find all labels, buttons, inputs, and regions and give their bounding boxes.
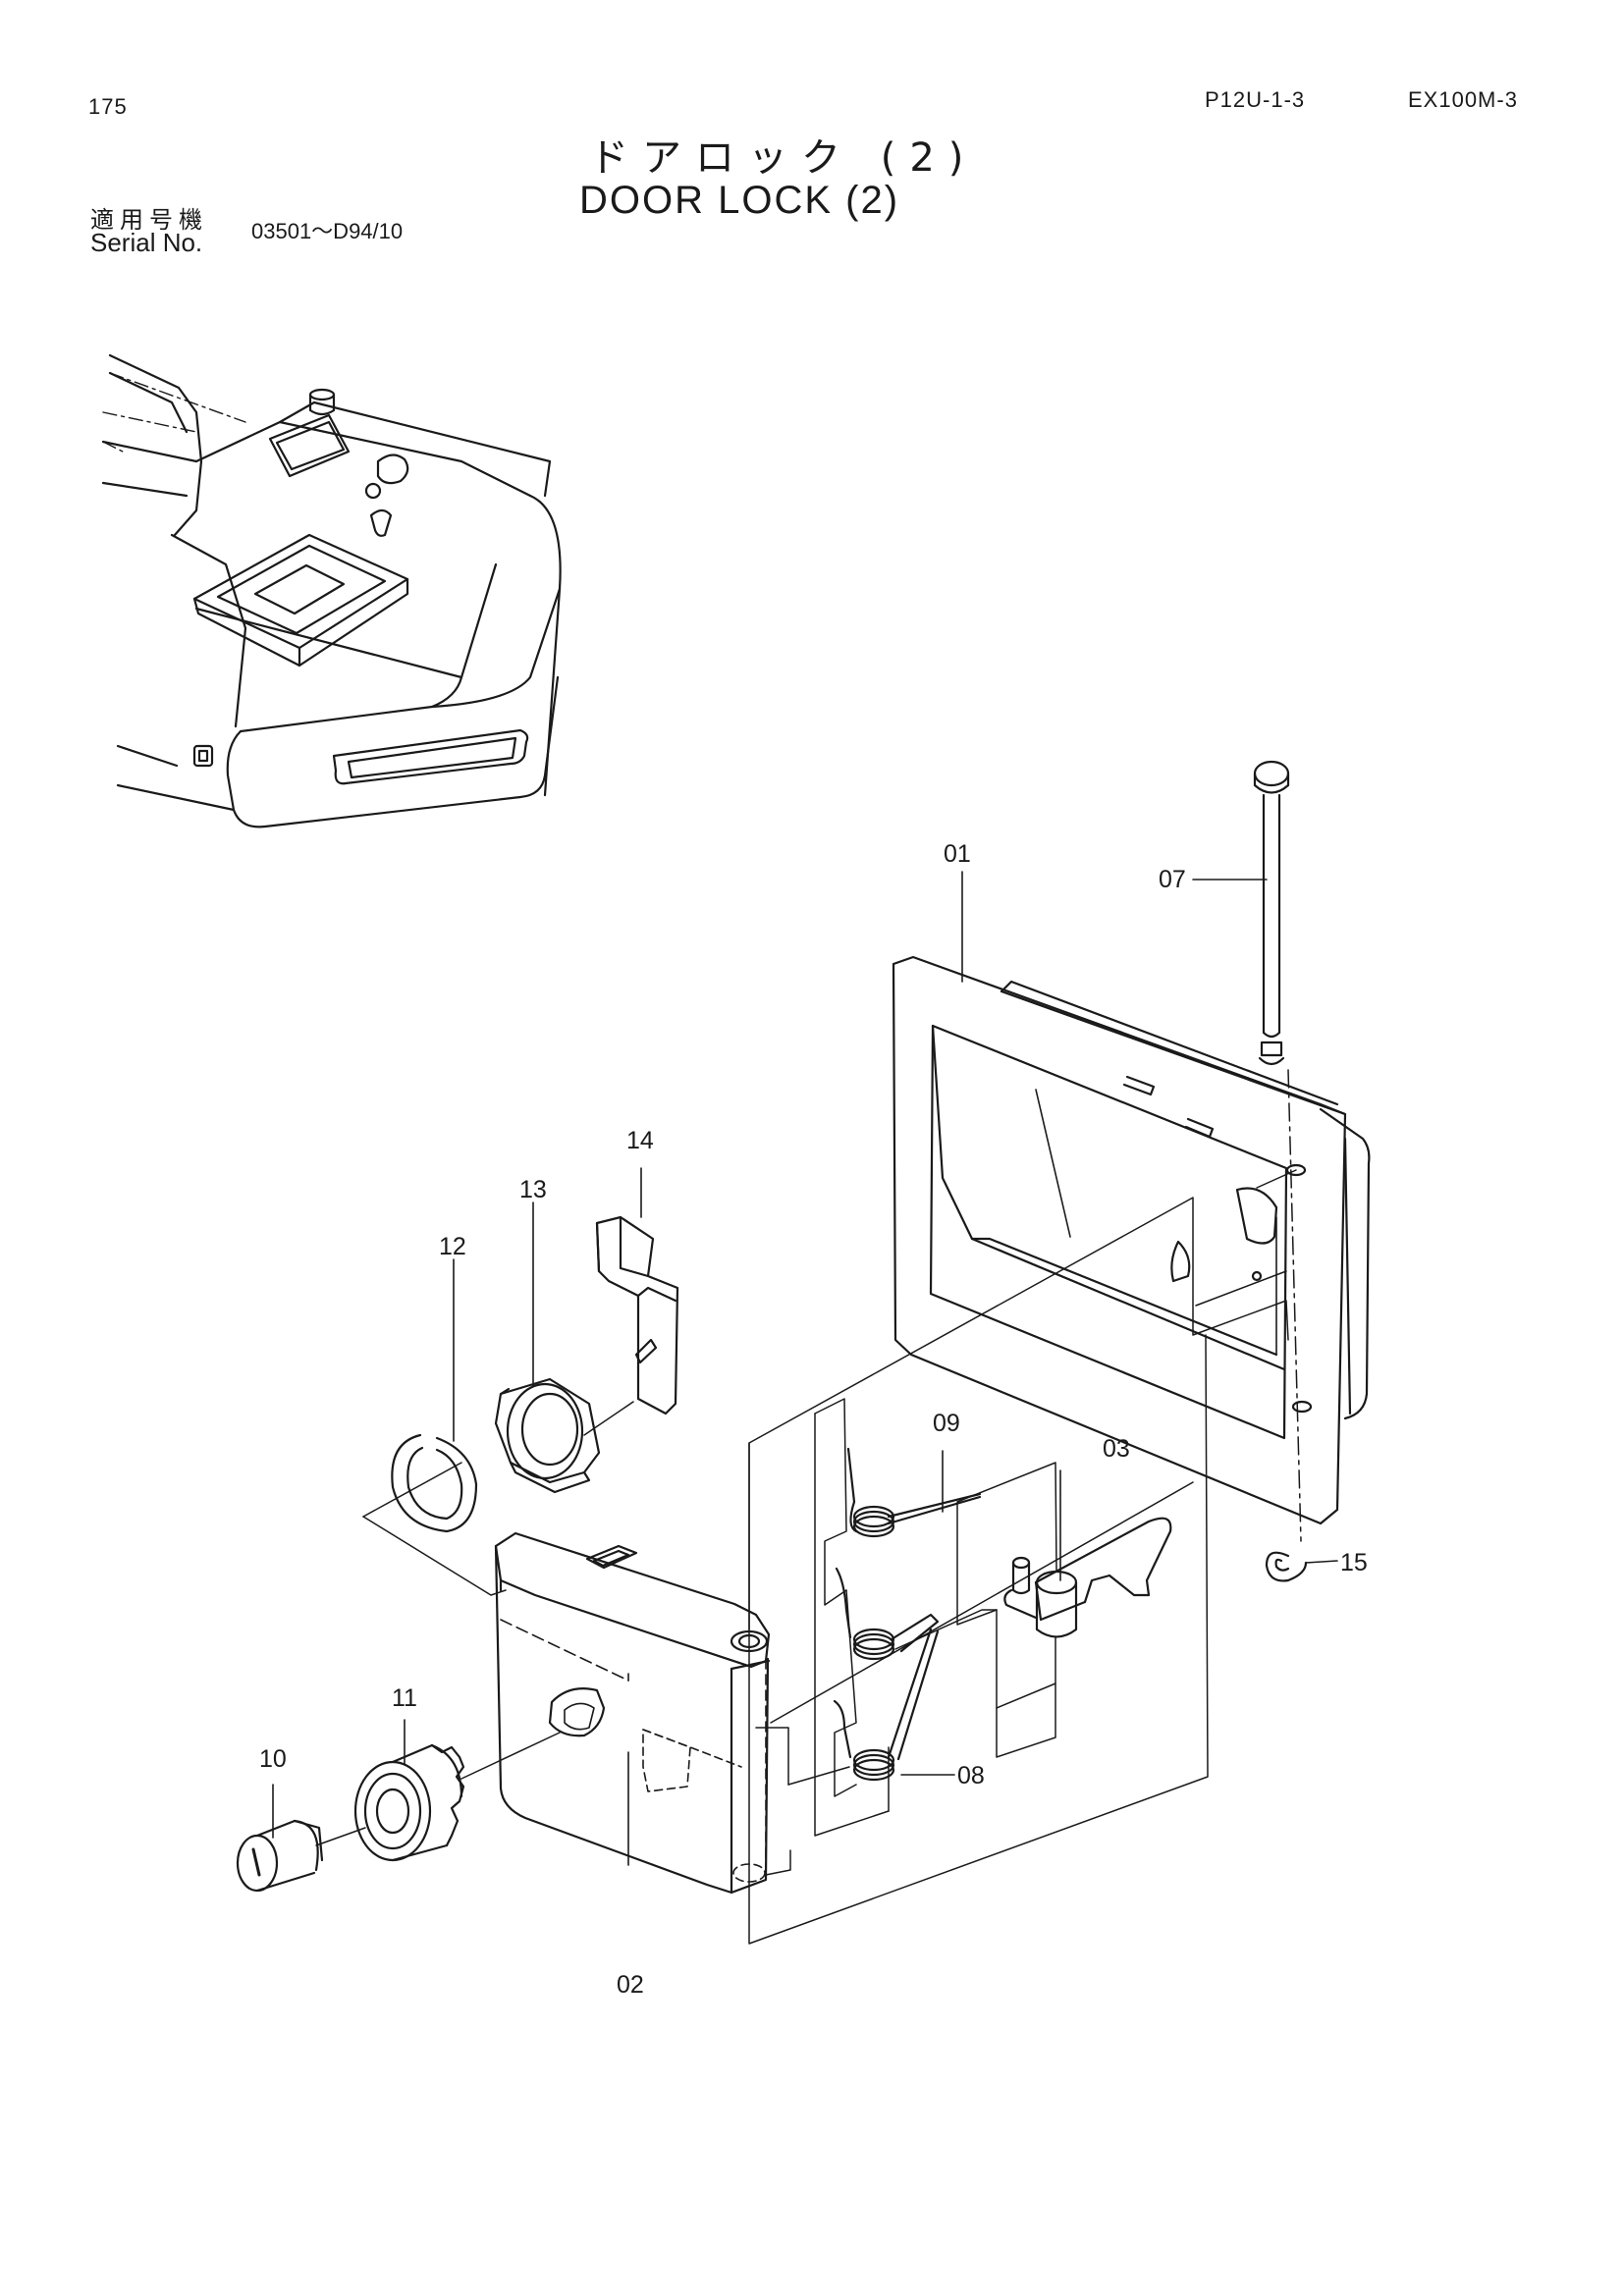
callout-08: 08: [957, 1762, 985, 1789]
document-code: P12U-1-3: [1205, 87, 1306, 112]
serial-label-english: Serial No.: [90, 228, 203, 257]
callout-12: 12: [439, 1233, 466, 1260]
callout-02: 02: [617, 1971, 644, 1999]
title-japanese: ドアロック (2): [589, 135, 978, 181]
part-03-lever: [1003, 1517, 1172, 1638]
callout-14: 14: [626, 1127, 654, 1154]
title-english: DOOR LOCK (2): [579, 179, 900, 222]
callout-03: 03: [1103, 1435, 1130, 1463]
part-13-nut: [494, 1377, 601, 1494]
part-10-key-cylinder: [236, 1819, 324, 1893]
callout-09: 09: [933, 1410, 960, 1437]
page-number: 175: [88, 94, 128, 119]
part-15-e-ring: [1265, 1551, 1308, 1582]
part-01-housing: [892, 955, 1371, 1525]
serial-range: 03501～D94/10: [251, 219, 404, 243]
callout-15: 15: [1340, 1549, 1368, 1576]
callout-01: 01: [944, 840, 971, 868]
serial-label-japanese: 適用号機: [90, 206, 208, 234]
callout-labels: 01 07 03 09 15 08 02 11 10 12 13 14: [259, 840, 1368, 1999]
callout-13: 13: [519, 1176, 547, 1203]
part-02-lock-body: [494, 1531, 771, 1895]
part-14-plate: [595, 1215, 679, 1415]
assembly-guide-lines: [315, 1069, 1302, 1945]
callout-leaders: [272, 871, 1338, 1866]
machine-overview-illustration: [101, 353, 562, 828]
part-12-snap-ring: [391, 1433, 478, 1533]
part-11-threaded-sleeve: [353, 1743, 465, 1862]
part-09-spring: [846, 1447, 982, 1538]
part-08-spring-a: [835, 1567, 940, 1661]
callout-07: 07: [1159, 866, 1186, 893]
machine-model: EX100M-3: [1408, 87, 1518, 112]
callout-10: 10: [259, 1745, 287, 1773]
part-07-pin: [1253, 760, 1290, 1066]
callout-11: 11: [392, 1684, 417, 1712]
